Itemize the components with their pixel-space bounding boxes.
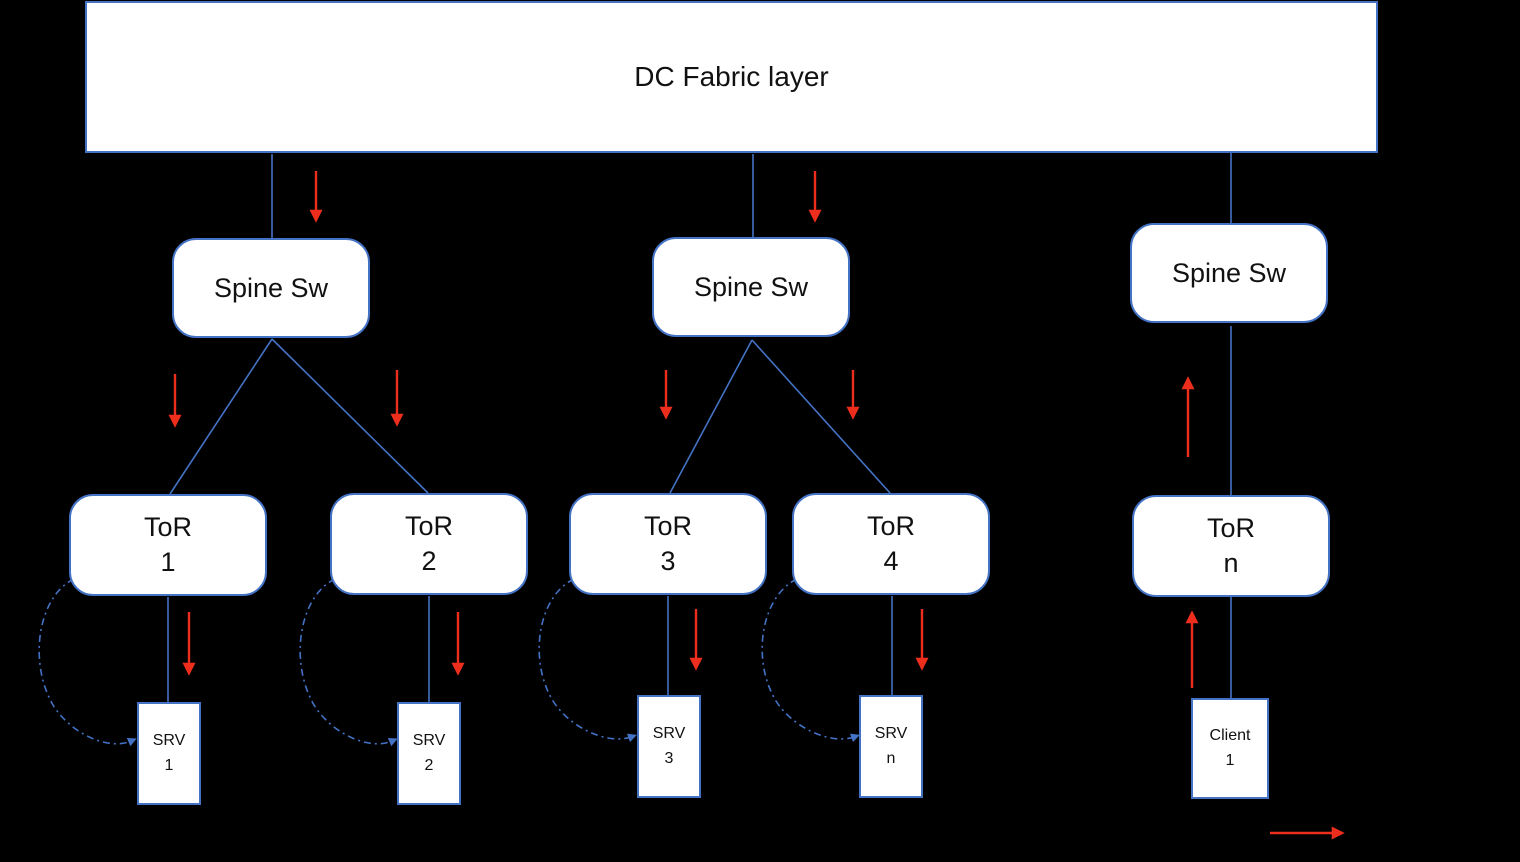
tor-switch-1-name: ToR [143, 511, 192, 542]
server-n: SRV n [859, 695, 923, 798]
server-2-name: SRV [412, 731, 446, 749]
tor-switch-2-id: 2 [421, 546, 437, 576]
tor-switch-2-name: ToR [404, 510, 453, 541]
tor-switch-n-name: ToR [1206, 512, 1255, 543]
tor-switch-2-label: ToR 2 [405, 509, 453, 579]
server-2-label: SRV 2 [413, 729, 446, 779]
loop-arc-tor2-srv2 [299, 578, 398, 747]
server-n-label: SRV n [875, 722, 908, 772]
loop-arc-tor3-srv3 [538, 578, 637, 743]
spine-switch-3: Spine Sw [1130, 223, 1328, 323]
link-spine1-tor1 [169, 338, 273, 495]
dc-fabric-layer-box: DC Fabric layer [85, 1, 1378, 153]
tor-switch-3: ToR 3 [569, 493, 767, 595]
server-3-name: SRV [652, 724, 686, 742]
client-1-id: 1 [1225, 751, 1235, 769]
tor-switch-1: ToR 1 [69, 494, 267, 596]
tor-switch-3-id: 3 [660, 546, 676, 576]
server-1-id: 1 [164, 756, 174, 774]
loop-arc-tor1-srv1 [38, 578, 137, 747]
server-2: SRV 2 [397, 702, 461, 805]
tor-switch-n-id: n [1223, 548, 1239, 578]
client-1: Client 1 [1191, 698, 1269, 799]
server-3-label: SRV 3 [653, 722, 686, 772]
server-1: SRV 1 [137, 702, 201, 805]
tor-switch-n-label: ToR n [1207, 511, 1255, 581]
server-n-name: SRV [874, 724, 908, 742]
server-3-id: 3 [664, 749, 674, 767]
server-2-id: 2 [424, 756, 434, 774]
tor-switch-2: ToR 2 [330, 493, 528, 595]
tor-switch-4-id: 4 [883, 546, 899, 576]
server-1-name: SRV [152, 731, 186, 749]
tor-switch-3-name: ToR [643, 510, 692, 541]
tor-switch-4: ToR 4 [792, 493, 990, 595]
tor-switch-4-label: ToR 4 [867, 509, 915, 579]
tor-switch-1-label: ToR 1 [144, 510, 192, 580]
server-3: SRV 3 [637, 695, 701, 798]
spine-switch-2: Spine Sw [652, 237, 850, 337]
tor-switch-1-id: 1 [160, 547, 176, 577]
client-1-name: Client [1209, 726, 1251, 744]
tor-switch-n: ToR n [1132, 495, 1330, 597]
server-1-label: SRV 1 [153, 729, 186, 779]
client-1-label: Client 1 [1210, 724, 1251, 774]
tor-switch-4-name: ToR [866, 510, 915, 541]
spine-switch-1: Spine Sw [172, 238, 370, 338]
tor-switch-3-label: ToR 3 [644, 509, 692, 579]
link-spine2-tor4 [751, 339, 891, 494]
link-spine1-tor2 [271, 338, 429, 494]
loop-arc-tor4-srvn [761, 578, 860, 743]
server-n-id: n [886, 749, 896, 767]
link-spine2-tor3 [669, 339, 753, 494]
